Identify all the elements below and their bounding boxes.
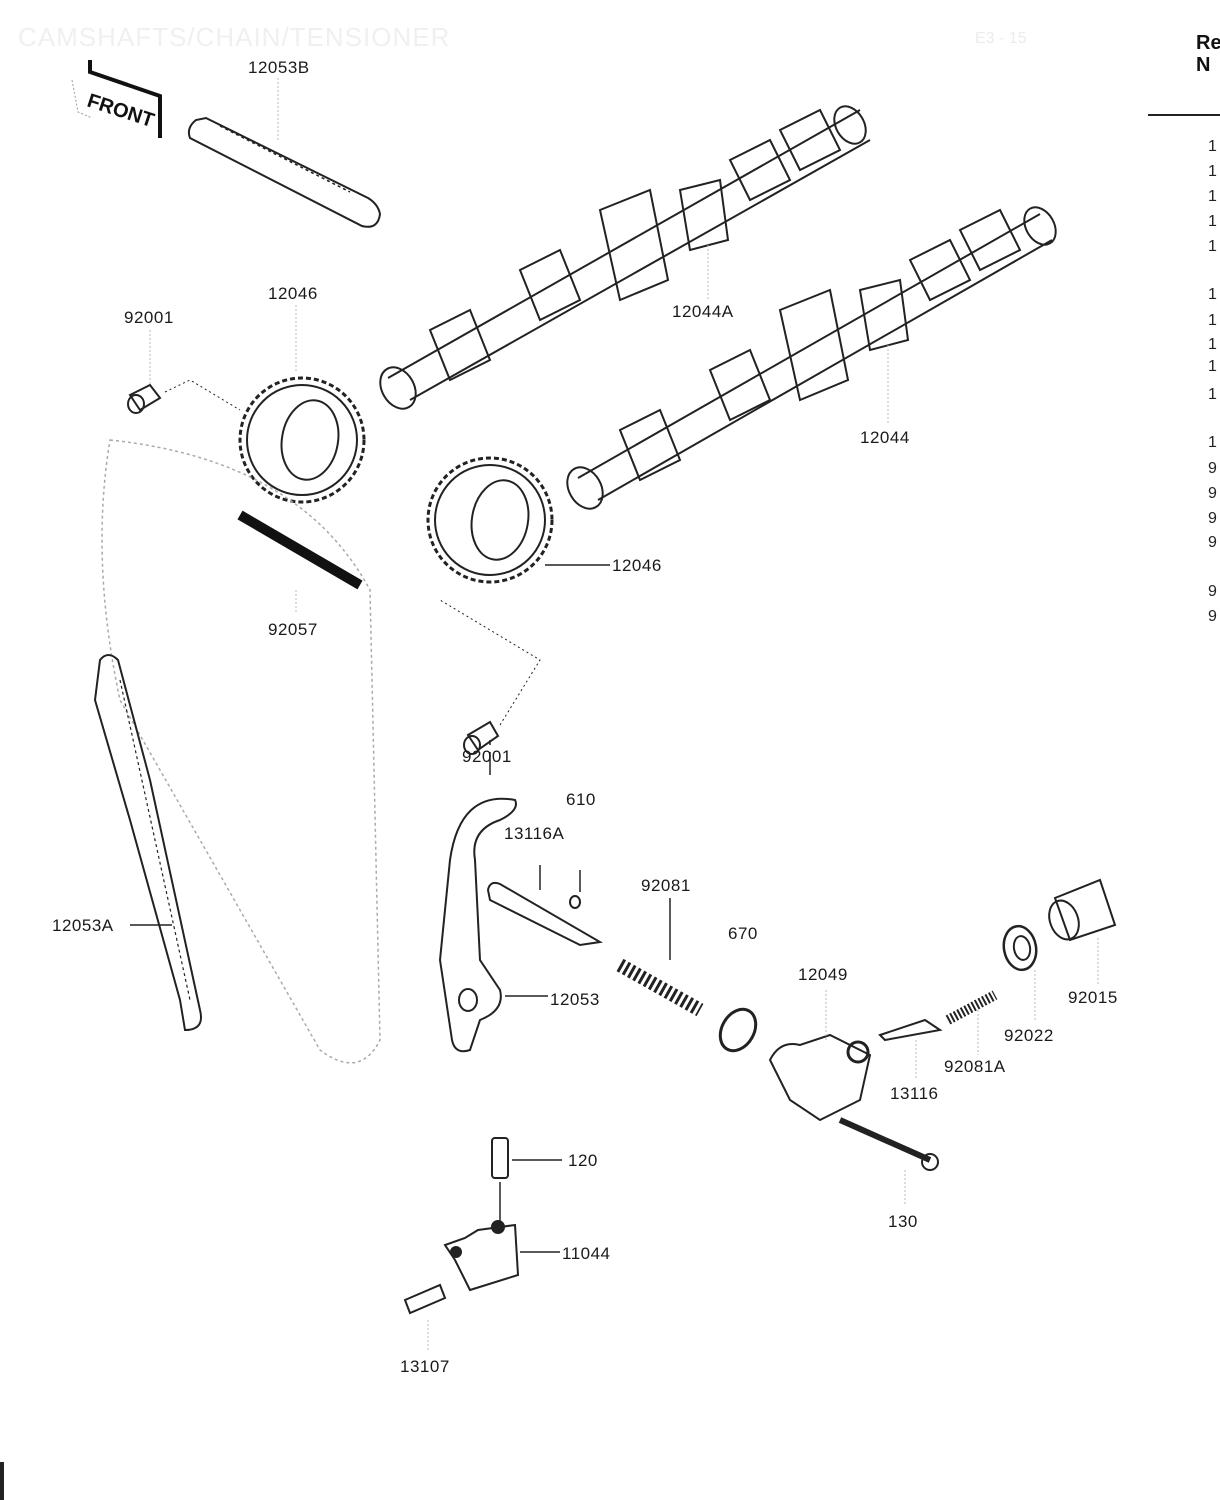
ref-entry: 1 bbox=[1208, 163, 1217, 180]
sprocket-upper bbox=[238, 305, 366, 504]
pin bbox=[403, 1283, 447, 1350]
bolt-upper bbox=[127, 330, 241, 414]
ref-entry: 9 bbox=[1208, 583, 1217, 600]
ref-entry: 1 bbox=[1208, 386, 1217, 403]
ref-entry: 1 bbox=[1208, 286, 1217, 303]
part-label-670[interactable]: 670 bbox=[728, 924, 758, 943]
spring-large bbox=[616, 898, 704, 1017]
ref-header-line2: N bbox=[1196, 54, 1211, 76]
ref-entry: 1 bbox=[1208, 312, 1217, 329]
camshaft-upper bbox=[379, 105, 871, 410]
bolt-130 bbox=[838, 1117, 939, 1205]
part-label-13116A[interactable]: 13116A bbox=[504, 824, 565, 843]
ref-column-header: Re N bbox=[1196, 32, 1220, 76]
part-label-92081A[interactable]: 92081A bbox=[944, 1057, 1006, 1076]
ref-entry: 1 bbox=[1208, 138, 1217, 155]
sprocket-lower bbox=[426, 456, 610, 584]
part-label-12053A[interactable]: 12053A bbox=[52, 916, 114, 935]
part-label-12044A[interactable]: 12044A bbox=[672, 302, 734, 321]
washer bbox=[1002, 924, 1038, 1020]
part-label-12053B[interactable]: 12053B bbox=[248, 58, 310, 77]
ref-entry: 1 bbox=[1208, 188, 1217, 205]
ref-entry: 9 bbox=[1208, 485, 1217, 502]
part-label-12046-lower[interactable]: 12046 bbox=[612, 556, 662, 575]
ref-entry: 1 bbox=[1208, 336, 1217, 353]
tensioner-arm bbox=[438, 797, 548, 1053]
part-label-92001-upper[interactable]: 92001 bbox=[124, 308, 174, 327]
part-label-92001-lower[interactable]: 92001 bbox=[462, 747, 512, 766]
part-label-12044[interactable]: 12044 bbox=[860, 428, 910, 447]
ref-divider bbox=[1148, 114, 1220, 116]
part-label-12046-upper[interactable]: 12046 bbox=[268, 284, 318, 303]
bolt-lower bbox=[439, 599, 541, 775]
ref-entry: 1 bbox=[1208, 358, 1217, 375]
part-label-92015[interactable]: 92015 bbox=[1068, 988, 1118, 1007]
part-label-120[interactable]: 120 bbox=[568, 1151, 598, 1170]
ref-entry: 9 bbox=[1208, 534, 1217, 551]
bolt-120 bbox=[491, 1137, 562, 1225]
camshaft-lower bbox=[566, 206, 1057, 510]
front-arrow-icon: FRONT bbox=[71, 60, 162, 138]
page-title: CAMSHAFTS/CHAIN/TENSIONER bbox=[18, 22, 451, 52]
tensioner-body bbox=[768, 990, 872, 1122]
o-ring bbox=[718, 1007, 758, 1053]
part-label-92057[interactable]: 92057 bbox=[268, 620, 318, 639]
front-marker-text: FRONT bbox=[84, 90, 156, 132]
part-label-12049[interactable]: 12049 bbox=[798, 965, 848, 984]
part-label-13116[interactable]: 13116 bbox=[890, 1084, 939, 1103]
cap-bolt bbox=[1048, 878, 1117, 985]
ref-entry: 1 bbox=[1208, 434, 1217, 451]
bracket bbox=[443, 1220, 560, 1292]
plunger bbox=[878, 1018, 943, 1080]
page-code: E3 - 15 bbox=[975, 30, 1027, 47]
part-label-13107[interactable]: 13107 bbox=[400, 1357, 450, 1376]
part-label-130[interactable]: 130 bbox=[888, 1212, 918, 1231]
ref-entry: 9 bbox=[1208, 460, 1217, 477]
spring-small bbox=[945, 990, 998, 1055]
chain-guide-left bbox=[93, 654, 202, 1032]
ref-entry: 1 bbox=[1208, 238, 1217, 255]
push-rod bbox=[486, 865, 603, 947]
chain-guide-upper bbox=[187, 78, 382, 228]
part-label-92022[interactable]: 92022 bbox=[1004, 1026, 1054, 1045]
part-label-610[interactable]: 610 bbox=[566, 790, 596, 809]
cam-chain bbox=[101, 439, 381, 1064]
scan-edge-mark bbox=[0, 1462, 4, 1500]
ref-entry: 9 bbox=[1208, 510, 1217, 527]
ref-header-line1: Re bbox=[1196, 32, 1220, 54]
part-label-92081[interactable]: 92081 bbox=[641, 876, 691, 895]
ref-entry: 1 bbox=[1208, 213, 1217, 230]
part-label-12053[interactable]: 12053 bbox=[550, 990, 600, 1009]
ref-entry: 9 bbox=[1208, 608, 1217, 625]
part-label-11044[interactable]: 11044 bbox=[562, 1244, 611, 1263]
